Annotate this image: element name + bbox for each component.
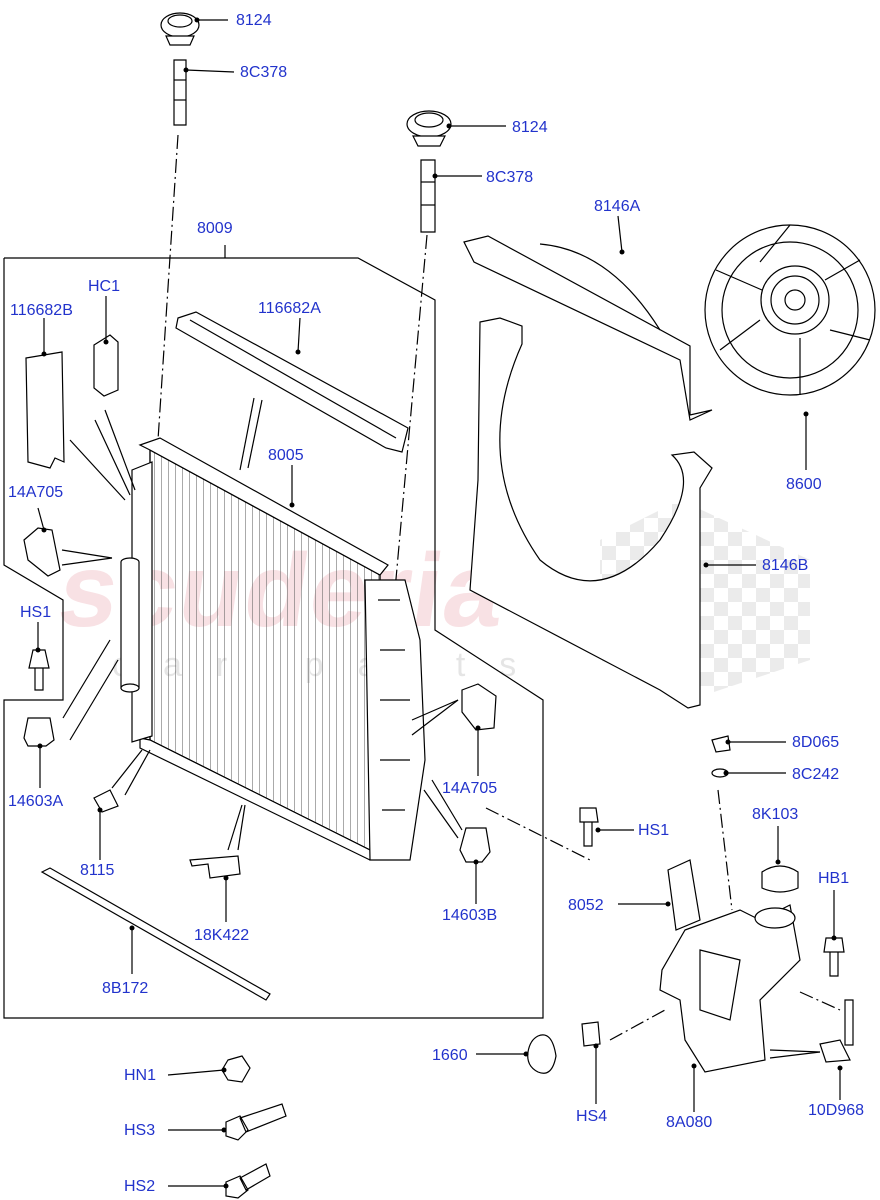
bolt-hs4: [581, 1021, 601, 1047]
leader-dots: [35, 17, 843, 1189]
callout-hs1-left[interactable]: HS1: [20, 604, 52, 621]
bracket-18k422: [189, 855, 241, 879]
leader-lines: [37, 19, 841, 1187]
filler-neck-top: [173, 59, 187, 126]
lower-shroud-8146b: [469, 317, 713, 709]
pulley-1660: [527, 1034, 557, 1074]
cap-8k103: [761, 865, 799, 893]
callout-8146b[interactable]: 8146B: [762, 557, 809, 574]
callout-8124-mid[interactable]: 8124: [512, 119, 548, 136]
filler-neck-mid: [420, 159, 436, 233]
callout-hs1-right[interactable]: HS1: [638, 822, 670, 839]
alignment-lines: [157, 134, 841, 1041]
cooling-fan-8600: [704, 224, 876, 396]
callout-14603a[interactable]: 14603A: [8, 793, 64, 810]
bracket-8052: [667, 859, 701, 931]
top-seal-116682a: [175, 311, 409, 453]
radiator-cap-top: [160, 12, 200, 46]
callout-14603b[interactable]: 14603B: [442, 907, 498, 924]
callout-8146a[interactable]: 8146A: [594, 198, 641, 215]
callout-18k422[interactable]: 18K422: [194, 927, 250, 944]
mount-14603b: [459, 827, 491, 863]
drain-plug-8115: [93, 789, 119, 813]
callout-10d968[interactable]: 10D968: [808, 1102, 865, 1119]
callout-hc1[interactable]: HC1: [88, 278, 121, 295]
bracket-14a705-right: [461, 683, 497, 731]
callout-8052[interactable]: 8052: [568, 897, 604, 914]
bolt-hs2: [225, 1163, 271, 1199]
callout-hn1[interactable]: HN1: [124, 1067, 157, 1084]
callout-8c378-mid[interactable]: 8C378: [486, 169, 534, 186]
bolt-hs1-right: [579, 807, 599, 847]
callout-8c378-top[interactable]: 8C378: [240, 64, 288, 81]
bolt-hs3: [225, 1103, 287, 1141]
bracket-14a705-left: [23, 527, 61, 577]
callout-8d065[interactable]: 8D065: [792, 734, 840, 751]
callout-14a705-right[interactable]: 14A705: [442, 780, 498, 797]
callout-8124-top[interactable]: 8124: [236, 12, 272, 29]
side-seal-116682b: [25, 351, 65, 469]
radiator-8005: [120, 437, 426, 861]
callout-hb1[interactable]: HB1: [818, 870, 850, 887]
callout-8a080[interactable]: 8A080: [666, 1114, 713, 1131]
callout-1660[interactable]: 1660: [432, 1047, 468, 1064]
clip-hc1: [93, 334, 119, 397]
callout-8005[interactable]: 8005: [268, 447, 304, 464]
callout-hs3[interactable]: HS3: [124, 1122, 156, 1139]
callout-8115[interactable]: 8115: [80, 862, 115, 879]
callout-14a705-left[interactable]: 14A705: [8, 484, 64, 501]
strip-8b172: [40, 867, 271, 1001]
callout-8600[interactable]: 8600: [786, 476, 822, 493]
callout-hs4[interactable]: HS4: [576, 1108, 608, 1125]
bolt-hs1-left: [28, 649, 50, 691]
callout-8b172[interactable]: 8B172: [102, 980, 149, 997]
mount-14603a: [23, 717, 55, 747]
pointer-lines: [61, 397, 821, 1059]
upper-shroud-8146a: [463, 235, 713, 421]
callout-8k103[interactable]: 8K103: [752, 806, 799, 823]
callout-8009[interactable]: 8009: [197, 220, 233, 237]
callout-116682b[interactable]: 116682B: [10, 302, 73, 319]
sensor-10d968: [819, 999, 854, 1063]
callout-hs2[interactable]: HS2: [124, 1178, 156, 1195]
expansion-tank-8a080: [659, 904, 801, 1073]
sensor-8d065: [711, 735, 731, 753]
radiator-cap-mid: [406, 110, 452, 147]
callout-116682a[interactable]: 116682A: [258, 300, 321, 317]
callout-8c242[interactable]: 8C242: [792, 766, 840, 783]
bolt-hb1: [823, 937, 845, 977]
